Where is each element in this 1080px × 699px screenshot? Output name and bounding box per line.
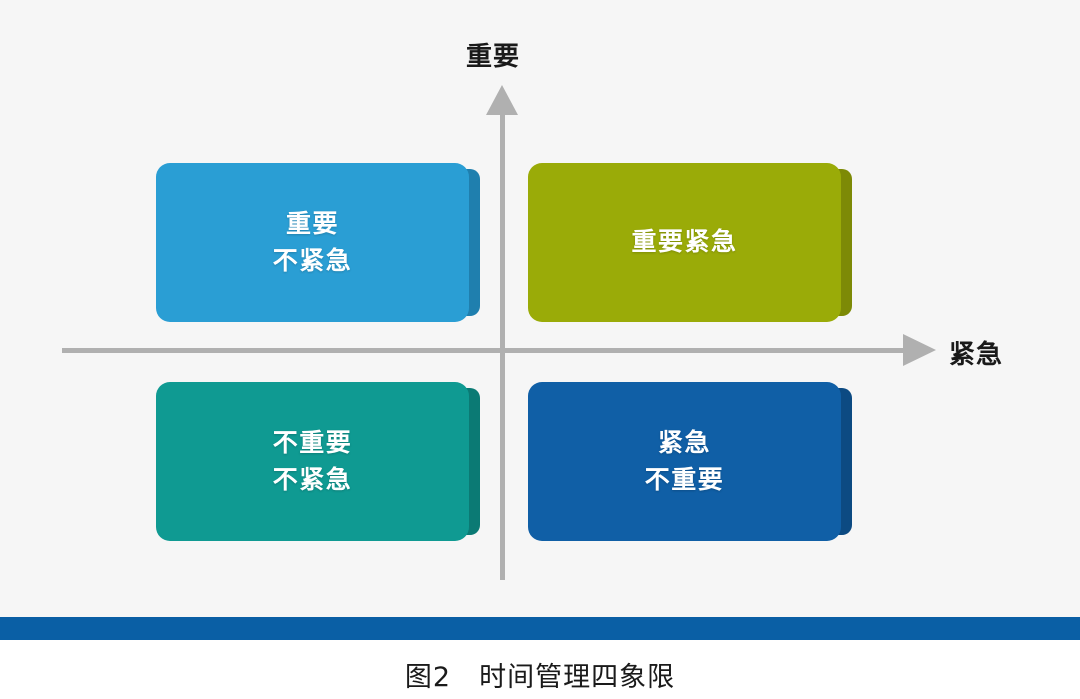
arrow-right-icon [903,334,936,366]
quadrant-label: 紧急 不重要 [644,428,725,494]
quadrant-face [528,382,841,541]
footer-accent-bar [0,617,1080,640]
quadrant-urgent-not-important[interactable]: 紧急 不重要 [528,382,852,541]
quadrant-face [528,163,841,322]
arrow-up-icon [486,85,518,115]
quadrant-important-urgent[interactable]: 重要紧急 [528,163,852,322]
horizontal-axis-label: 紧急 [949,340,1004,370]
quadrant-label: 不重要 不紧急 [272,428,353,494]
vertical-axis-line [500,112,505,580]
footer-strip [0,640,1080,699]
vertical-axis-label: 重要 [466,42,521,72]
quadrant-label: 重要 不紧急 [272,209,353,275]
quadrant-face [156,382,469,541]
quadrant-face [156,163,469,322]
quadrant-label: 重要紧急 [631,227,738,257]
horizontal-axis-line [62,348,917,353]
quadrant-important-not-urgent[interactable]: 重要 不紧急 [156,163,480,322]
figure-caption: 图2 时间管理四象限 [404,662,676,693]
diagram-canvas: 重要 紧急 重要 不紧急 重要紧急 不重要 不紧急 紧急 不重要 [62,42,1004,580]
quadrant-not-important-not-urgent[interactable]: 不重要 不紧急 [156,382,480,541]
